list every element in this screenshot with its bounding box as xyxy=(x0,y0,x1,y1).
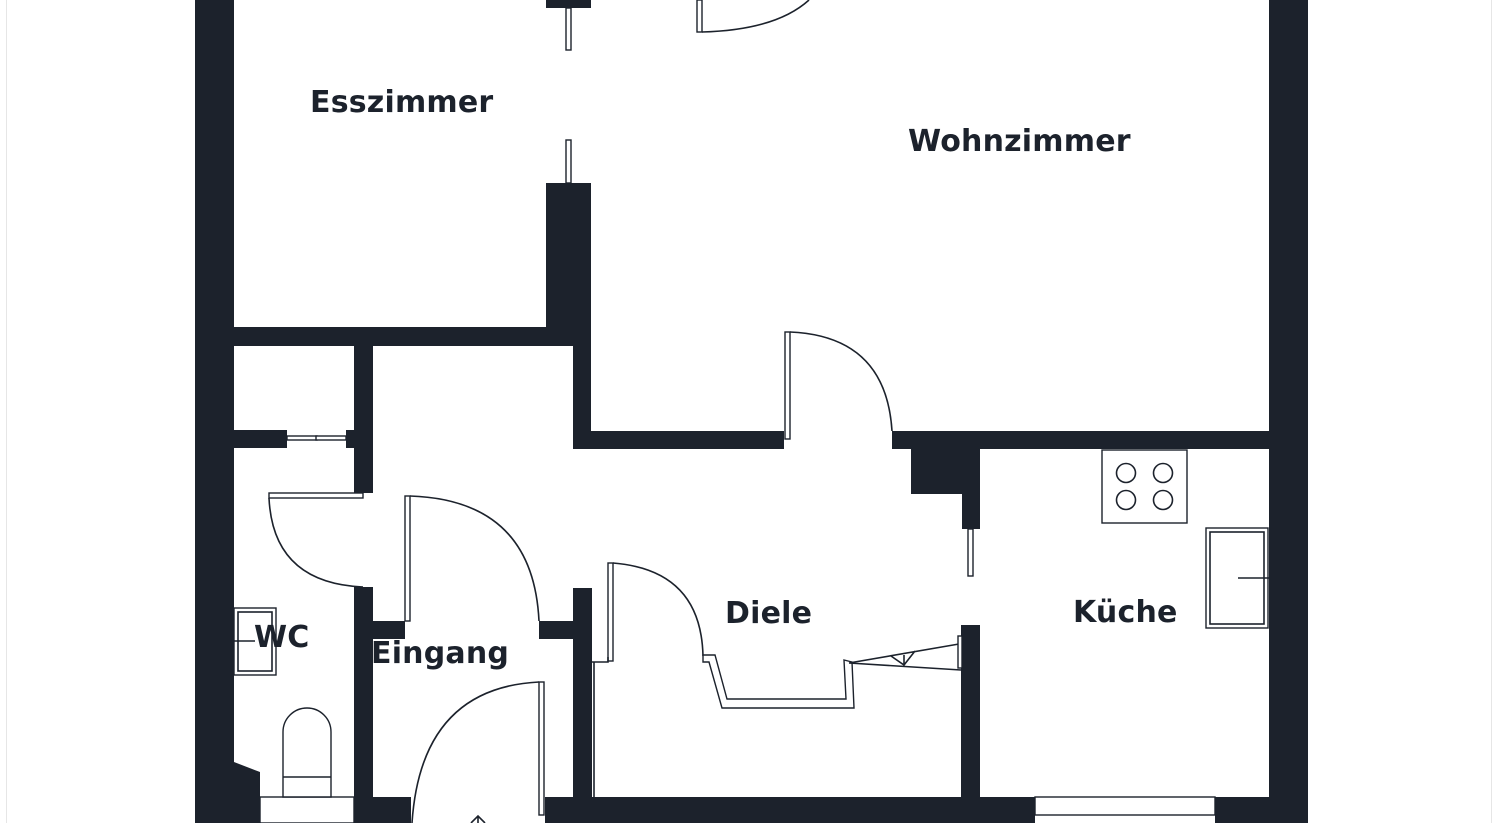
wall-segment xyxy=(961,625,980,823)
room-label-eingang: Eingang xyxy=(371,636,510,671)
wall-segment xyxy=(892,431,1269,449)
door-leaf xyxy=(607,562,614,662)
wall-segment xyxy=(234,430,287,448)
wall-segment xyxy=(545,797,961,823)
burner-icon xyxy=(1115,489,1137,511)
door-swing-arc xyxy=(701,0,810,33)
door-leaf xyxy=(696,0,703,33)
wall-segment xyxy=(234,327,591,346)
burner-icon xyxy=(1152,489,1174,511)
room-label-wc: WC xyxy=(254,620,310,655)
wall-segment xyxy=(354,587,373,823)
door-swing-arc xyxy=(409,495,540,622)
door-leaf xyxy=(404,495,411,622)
wall-segment xyxy=(346,430,356,448)
staircase-post xyxy=(957,635,963,669)
room-label-esszimmer: Esszimmer xyxy=(310,85,494,120)
door-leaf xyxy=(784,331,791,440)
wall-segment xyxy=(373,621,405,639)
wc-window xyxy=(259,796,355,823)
wall-segment xyxy=(539,621,574,639)
entrance-door-swing-arc xyxy=(411,681,540,823)
toilet-icon xyxy=(282,707,332,798)
room-label-kueche: Küche xyxy=(1073,595,1178,630)
wall-segment xyxy=(1215,797,1269,823)
outer-wall-left xyxy=(195,0,234,823)
wall-segment xyxy=(234,762,260,823)
wall-segment xyxy=(373,797,411,823)
sliding-door xyxy=(315,435,347,441)
wall-segment xyxy=(573,431,784,449)
window-pane xyxy=(565,7,572,51)
wall-segment xyxy=(546,183,591,328)
kitchen-window xyxy=(1034,796,1216,816)
burner-icon xyxy=(1115,462,1137,484)
arrow-up-icon xyxy=(470,814,486,823)
room-label-diele: Diele xyxy=(725,596,813,631)
wall-segment xyxy=(911,449,980,494)
entrance-door-leaf xyxy=(538,681,545,816)
outer-wall-right xyxy=(1269,0,1308,823)
wall-segment xyxy=(546,0,591,8)
burner-icon xyxy=(1152,462,1174,484)
wall-segment xyxy=(573,327,591,449)
window-pane xyxy=(565,139,572,184)
door-swing-arc xyxy=(612,562,704,657)
floorplan-canvas xyxy=(6,0,1492,823)
wall-segment xyxy=(573,588,592,823)
wall-segment xyxy=(980,797,1035,823)
wall-segment xyxy=(962,494,980,529)
door-swing-arc xyxy=(789,331,893,432)
wall-segment xyxy=(354,346,373,493)
door-leaf xyxy=(268,492,364,499)
room-label-wohnzimmer: Wohnzimmer xyxy=(908,124,1131,159)
staircase-icon xyxy=(848,643,962,671)
staircase-outline xyxy=(702,654,855,709)
closet-outline xyxy=(592,657,609,797)
stove-icon xyxy=(1101,449,1188,524)
door-swing-arc xyxy=(268,497,364,588)
sliding-door xyxy=(286,435,318,441)
window-pane xyxy=(967,528,974,577)
